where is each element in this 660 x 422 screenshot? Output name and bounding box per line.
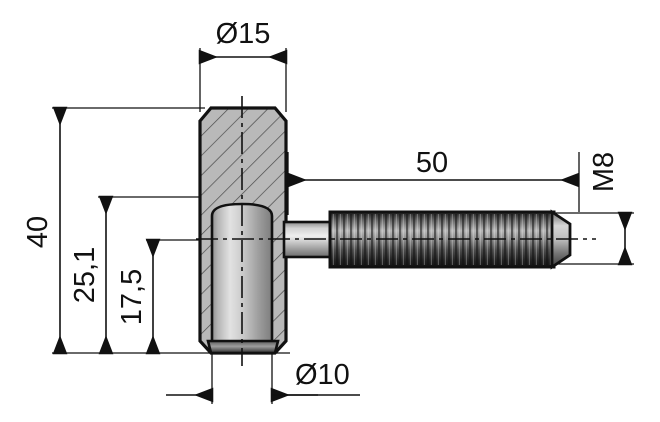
dimension-lines <box>52 49 633 355</box>
dim-text-dia15: Ø15 <box>216 18 271 50</box>
dim-text-m8: M8 <box>588 152 620 192</box>
centerlines <box>196 96 596 366</box>
dim-text-50: 50 <box>416 147 448 179</box>
dim-text-251: 25,1 <box>69 247 101 303</box>
dim-text-40: 40 <box>22 216 54 248</box>
bottom-cap <box>206 339 280 355</box>
dim-text-175: 17,5 <box>116 269 148 325</box>
dim-text-dia10: Ø10 <box>295 359 350 391</box>
